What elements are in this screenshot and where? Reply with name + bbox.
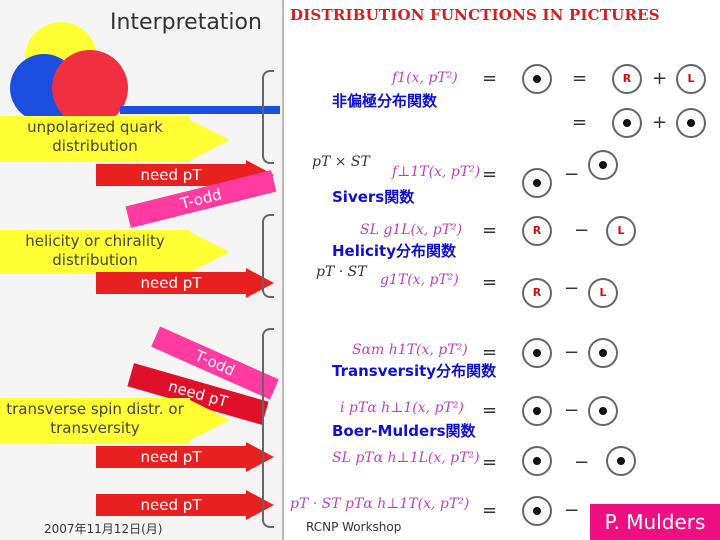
eq-6: = — [482, 342, 498, 363]
label-helicity: helicity or chirality distribution — [0, 230, 190, 274]
disc-r-5: R — [522, 278, 552, 308]
eq-5: = — [482, 272, 498, 293]
disc-trans-b — [588, 338, 618, 368]
formula-g1T: g1T(x, pT²) — [380, 272, 459, 288]
minus-8: − — [574, 452, 590, 473]
disc-sivers-b — [588, 150, 618, 180]
formula-g1L: SL g1L(x, pT²) — [360, 222, 463, 238]
interpretation-title: Interpretation — [110, 10, 262, 35]
eq-8: = — [482, 452, 498, 473]
disc-l-5: L — [588, 278, 618, 308]
formula-h1T: Sαт h1T(x, pT²) — [352, 342, 468, 358]
formula-f1: f1(x, pT²) — [392, 70, 458, 86]
formula-h1L: SL pTα h⊥1L(x, pT²) — [332, 450, 480, 466]
disc-trans-a — [522, 338, 552, 368]
eq-3: = — [482, 164, 498, 185]
note-unpolarized: 非偏極分布関数 — [332, 92, 438, 110]
note-helicity: Helicity分布関数 — [332, 242, 456, 260]
need-pt-2: need pT — [96, 272, 246, 294]
eq-4: = — [482, 220, 498, 241]
yellow-arrow-2 — [190, 232, 230, 272]
minus-7: − — [564, 400, 580, 421]
eq-9: = — [482, 500, 498, 521]
minus-3: − — [564, 164, 580, 185]
eq-7: = — [482, 400, 498, 421]
disc-sivers-a — [522, 168, 552, 198]
distribution-title: DISTRIBUTION FUNCTIONS IN PICTURES — [290, 6, 660, 24]
disc-boer-b — [588, 396, 618, 426]
note-boer: Boer-Mulders関数 — [332, 422, 476, 440]
footer-workshop: RCNP Workshop — [306, 520, 402, 534]
plus-1: + — [652, 68, 668, 89]
disc-dot-1 — [522, 64, 552, 94]
brace-3 — [262, 328, 274, 528]
disc-l-1: L — [676, 64, 706, 94]
plus-2: + — [652, 112, 668, 133]
footer-date: 2007年11月12日(月) — [44, 522, 163, 536]
disc-r-1: R — [612, 64, 642, 94]
disc-up-2 — [612, 108, 642, 138]
red-arrow-4 — [246, 490, 274, 520]
brace-2 — [262, 214, 274, 298]
eq-2: = — [572, 112, 588, 133]
minus-6: − — [564, 342, 580, 363]
need-pt-1: need pT — [96, 164, 246, 186]
disc-l-4: L — [606, 216, 636, 246]
disc-boer-a — [522, 396, 552, 426]
disc-r-4: R — [522, 216, 552, 246]
brace-1 — [262, 70, 274, 164]
label-unpolarized: unpolarized quark distribution — [0, 116, 190, 162]
minus-9: − — [564, 500, 580, 521]
right-panel — [282, 0, 720, 540]
yellow-arrow-3 — [190, 400, 230, 440]
note-sivers: Sivers関数 — [332, 188, 415, 206]
disc-h1Tp-a — [522, 496, 552, 526]
red-arrow-3 — [246, 442, 274, 472]
formula-h1Tperp: pT · ST pTα h⊥1T(x, pT²) — [290, 496, 470, 512]
yellow-arrow-1 — [190, 120, 230, 160]
need-pt-3: need pT — [96, 446, 246, 468]
note-transversity: Transversity分布関数 — [332, 362, 497, 380]
blue-bar — [120, 106, 280, 114]
red-circle — [52, 50, 128, 126]
need-pt-4: need pT — [96, 494, 246, 516]
minus-4: − — [574, 220, 590, 241]
minus-5: − — [564, 278, 580, 299]
label-transverse: transverse spin distr. or transversity — [0, 398, 190, 444]
formula-hel-pre: pT · ST — [316, 264, 367, 280]
disc-h1L-b — [606, 446, 636, 476]
disc-h1L-a — [522, 446, 552, 476]
disc-down-2 — [676, 108, 706, 138]
eq-1b: = — [572, 68, 588, 89]
eq-1: = — [482, 68, 498, 89]
formula-f1T: f⊥1T(x, pT²) — [392, 164, 481, 180]
formula-sivers: pT × ST — [312, 154, 370, 170]
author-badge: P. Mulders — [590, 504, 720, 540]
formula-h1perp: i pTα h⊥1(x, pT²) — [340, 400, 464, 416]
